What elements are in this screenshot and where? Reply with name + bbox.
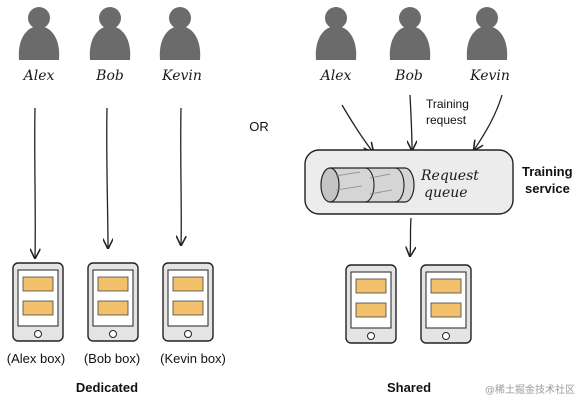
user-label-kevin-right: Kevin	[469, 68, 510, 84]
device-bob	[87, 262, 139, 342]
device-shared-1	[345, 264, 397, 344]
device-slot	[430, 302, 462, 318]
user-label-alex-left: Alex	[22, 68, 55, 84]
person-icon-alex-left	[18, 7, 60, 60]
person-icon-kevin-right	[466, 7, 508, 60]
watermark: @稀土掘金技术社区	[485, 383, 575, 396]
caption-shared: Shared	[387, 380, 431, 395]
device-slot	[172, 300, 204, 316]
device-label-bob: (Bob box)	[84, 351, 140, 366]
device-slot	[22, 276, 54, 292]
request-label-line2: request	[426, 113, 467, 127]
queue-label-line1: Request	[420, 168, 479, 184]
device-kevin	[162, 262, 214, 342]
device-slot	[22, 300, 54, 316]
device-label-alex: (Alex box)	[7, 351, 66, 366]
device-slot	[430, 278, 462, 294]
device-label-kevin: (Kevin box)	[160, 351, 226, 366]
device-slot	[97, 300, 129, 316]
service-label-line1: Training	[522, 164, 573, 179]
device-shared-2	[420, 264, 472, 344]
person-icon-alex-right	[315, 7, 357, 60]
arrow-bob-to-device	[107, 107, 108, 248]
user-label-kevin-left: Kevin	[161, 68, 202, 84]
queue-label-line2: queue	[424, 185, 468, 201]
person-icon-bob-left	[89, 7, 131, 60]
queue-cylinder	[320, 167, 415, 203]
device-alex	[12, 262, 64, 342]
arrow-alex-to-queue	[341, 104, 373, 152]
arrow-bob-to-queue	[410, 94, 412, 150]
device-slot	[355, 278, 387, 294]
person-icon-bob-right	[389, 7, 431, 60]
device-slot	[97, 276, 129, 292]
caption-dedicated: Dedicated	[76, 380, 138, 395]
arrow-kevin-to-queue	[474, 94, 503, 150]
service-label-line2: service	[525, 181, 570, 196]
arrow-queue-to-devices	[410, 217, 411, 256]
device-slot	[355, 302, 387, 318]
user-label-bob-left: Bob	[95, 68, 124, 84]
person-icon-kevin-left	[159, 7, 201, 60]
user-label-alex-right: Alex	[319, 68, 352, 84]
arrow-alex-to-device	[35, 107, 36, 258]
user-label-bob-right: Bob	[394, 68, 423, 84]
separator-or: OR	[249, 119, 269, 134]
device-slot	[172, 276, 204, 292]
request-label-line1: Training	[426, 97, 469, 111]
arrow-kevin-to-device	[181, 107, 182, 245]
